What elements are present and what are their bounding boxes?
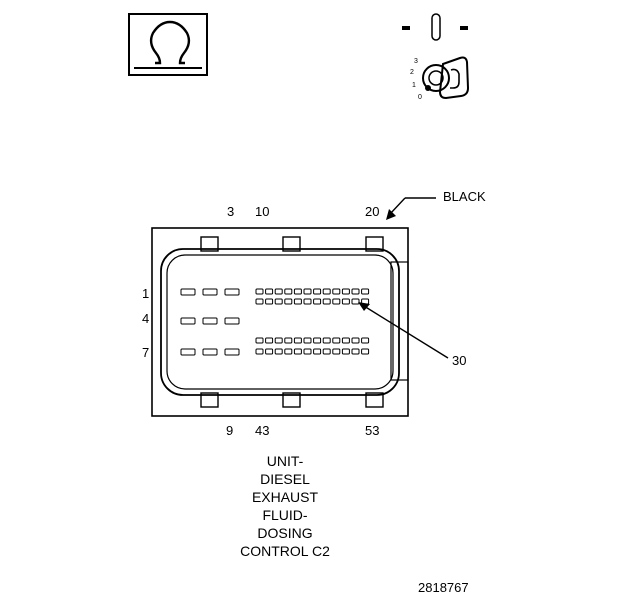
small-cavity <box>322 288 331 295</box>
small-cavity <box>361 348 370 355</box>
connector-name-line-6: CONTROL C2 <box>240 543 330 559</box>
row-label-7: 7 <box>142 345 149 360</box>
small-cavity <box>293 348 302 355</box>
small-cavity <box>313 337 322 344</box>
large-cavity <box>180 317 196 325</box>
small-cavity <box>341 298 350 305</box>
small-cavity <box>265 348 274 355</box>
large-cavity <box>224 348 240 356</box>
ignition-key-icon: 3 2 1 0 <box>402 13 470 101</box>
small-cavity <box>255 337 264 344</box>
small-cavity <box>303 288 312 295</box>
small-cavity <box>303 337 312 344</box>
small-cavity <box>351 348 360 355</box>
small-cavity <box>293 298 302 305</box>
small-cavity <box>322 337 331 344</box>
connector-name-line-5: DOSING <box>257 525 312 541</box>
ohm-symbol-icon <box>128 13 208 76</box>
bottom-pin-label-9: 9 <box>226 423 233 438</box>
row-label-1: 1 <box>142 286 149 301</box>
small-cavity <box>265 298 274 305</box>
small-cavity <box>351 337 360 344</box>
pin-callout-arrow <box>358 302 449 359</box>
small-cavity <box>313 348 322 355</box>
small-cavity <box>284 288 293 295</box>
small-cavity <box>274 337 283 344</box>
large-cavity <box>202 348 218 356</box>
small-cavity <box>255 298 264 305</box>
large-cavity <box>202 317 218 325</box>
small-cavity <box>341 288 350 295</box>
connector-color-label: BLACK <box>443 189 486 204</box>
large-cavity <box>180 348 196 356</box>
small-cavity <box>332 337 341 344</box>
small-cavity <box>284 348 293 355</box>
small-cavity <box>274 298 283 305</box>
small-cavity <box>313 298 322 305</box>
figure-id: 2818767 <box>418 580 469 595</box>
small-cavity <box>332 298 341 305</box>
connector-name-line-2: DIESEL <box>260 471 310 487</box>
top-pin-label-3: 3 <box>227 204 234 219</box>
top-pin-label-10: 10 <box>255 204 269 219</box>
small-cavity <box>332 348 341 355</box>
small-cavity <box>313 288 322 295</box>
small-cavity <box>265 288 274 295</box>
connector-cavities <box>180 288 370 356</box>
small-cavity <box>265 337 274 344</box>
bottom-pin-label-53: 53 <box>365 423 379 438</box>
small-cavity <box>303 348 312 355</box>
connector-name-line-3: EXHAUST <box>252 489 319 505</box>
small-cavity <box>341 337 350 344</box>
small-cavity <box>255 288 264 295</box>
color-callout-arrow <box>386 197 436 220</box>
small-cavity <box>332 288 341 295</box>
small-cavity <box>351 298 360 305</box>
small-cavity <box>284 298 293 305</box>
bottom-pin-label-43: 43 <box>255 423 269 438</box>
callout-pin-label: 30 <box>452 353 466 368</box>
small-cavity <box>361 337 370 344</box>
small-cavity <box>361 288 370 295</box>
small-cavity <box>293 288 302 295</box>
ignition-position-3: 3 <box>414 58 418 65</box>
connector-name-line-1: UNIT- <box>267 453 304 469</box>
small-cavity <box>341 348 350 355</box>
top-pin-label-20: 20 <box>365 204 379 219</box>
large-cavity <box>224 317 240 325</box>
connector-name-line-4: FLUID- <box>262 507 307 523</box>
small-cavity <box>303 298 312 305</box>
small-cavity <box>255 348 264 355</box>
connector-name: UNIT- DIESEL EXHAUST FLUID- DOSING CONTR… <box>240 453 330 559</box>
large-cavity <box>224 288 240 296</box>
ignition-position-0: 0 <box>418 94 422 101</box>
small-cavity <box>322 348 331 355</box>
ignition-position-1: 1 <box>412 82 416 89</box>
small-cavity <box>322 298 331 305</box>
small-cavity <box>293 337 302 344</box>
row-label-4: 4 <box>142 311 149 326</box>
ignition-position-2: 2 <box>410 69 414 76</box>
connector-housing <box>151 227 409 417</box>
large-cavity <box>180 288 196 296</box>
small-cavity <box>274 288 283 295</box>
small-cavity <box>284 337 293 344</box>
small-cavity <box>351 288 360 295</box>
small-cavity <box>274 348 283 355</box>
large-cavity <box>202 288 218 296</box>
